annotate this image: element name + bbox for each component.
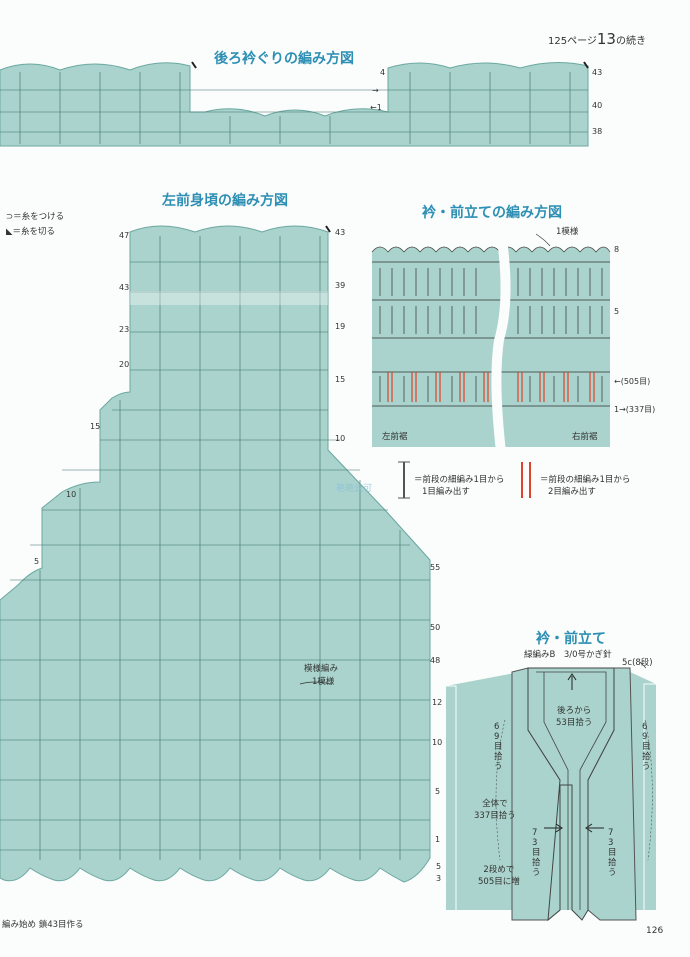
rows-5c: 5c(8段) — [622, 658, 653, 668]
back-neck-mark-1: ←1 — [370, 103, 382, 112]
legend-attach: ⊃＝糸をつける — [6, 212, 65, 222]
attach-yarn-icon: ⊃ — [6, 212, 14, 222]
side-73-left: 73目拾う — [532, 828, 541, 878]
collar-row-337: 1→(337目) — [614, 405, 656, 414]
back-neck-row-38: 38 — [592, 127, 603, 136]
back-neck-mark-arrow: → — [372, 86, 379, 95]
collar-chart-title: 衿・前立ての編み方図 — [422, 205, 562, 221]
ref-suffix: の続き — [615, 36, 646, 47]
side-73-right: 73目拾う — [608, 828, 617, 878]
legend-cut: ◣＝糸を切る — [6, 227, 56, 237]
collar-row-505: ←(505目) — [614, 377, 651, 386]
collar-diagram-sub: 緑編みB 3/0号かぎ針 — [524, 650, 612, 660]
page-reference: 125ページ13の続き — [548, 30, 646, 48]
pattern-label: 模様編み — [304, 664, 339, 674]
side-69-left: 69目拾う — [494, 722, 503, 772]
watermark: 艳艳云可 — [336, 484, 373, 494]
lf-row-5: 5 — [34, 557, 40, 566]
lf-right-3: 3 — [436, 874, 442, 883]
back-neck-mark-4: 4 — [380, 68, 386, 77]
back-neck-chart — [0, 61, 589, 147]
left-front-title: 左前身頃の編み方図 — [162, 193, 288, 209]
collar-row-5: 5 — [614, 307, 620, 316]
lf-row-15: 15 — [90, 422, 101, 431]
cut-yarn-icon: ◣ — [6, 227, 13, 237]
lf-right-12: 12 — [432, 698, 443, 707]
back-neck-title: 後ろ衿ぐりの編み方図 — [214, 51, 354, 67]
lf-right-10: 10 — [335, 434, 346, 443]
lf-right-50: 50 — [430, 623, 441, 632]
lf-right-39: 39 — [335, 281, 346, 290]
lf-row-47: 47 — [119, 231, 130, 240]
lf-row-43: 43 — [119, 283, 130, 292]
lf-row-10: 10 — [66, 490, 77, 499]
collar-row-8: 8 — [614, 245, 620, 254]
start-note: 編み始め 鎖43目作る — [2, 920, 84, 930]
lf-right-5: 5 — [435, 787, 441, 796]
page-number: 126 — [646, 926, 664, 936]
left-hem-label: 左前裾 — [382, 432, 408, 442]
lf-row-23: 23 — [119, 325, 130, 334]
back-neck-row-40: 40 — [592, 101, 603, 110]
lf-right-5b: 5 — [436, 862, 442, 871]
lf-row-20: 20 — [119, 360, 130, 369]
lf-right-43: 43 — [335, 228, 346, 237]
lf-right-10b: 10 — [432, 738, 443, 747]
lf-right-1: 1 — [435, 835, 441, 844]
pattern-repeat-label: 1模様 — [312, 677, 335, 687]
lf-right-15: 15 — [335, 375, 346, 384]
ref-number: 13 — [596, 30, 616, 48]
ref-prefix: 125ページ — [548, 36, 597, 47]
side-69-right: 69目拾う — [642, 722, 651, 772]
back-neck-row-43: 43 — [592, 68, 603, 77]
lf-right-48: 48 — [430, 656, 441, 665]
right-hem-label: 右前裾 — [572, 432, 598, 442]
lf-right-19: 19 — [335, 322, 346, 331]
collar-diagram-title: 衿・前立て — [536, 631, 606, 647]
lf-right-55: 55 — [430, 563, 441, 572]
collar-repeat-label: 1模様 — [556, 227, 579, 237]
